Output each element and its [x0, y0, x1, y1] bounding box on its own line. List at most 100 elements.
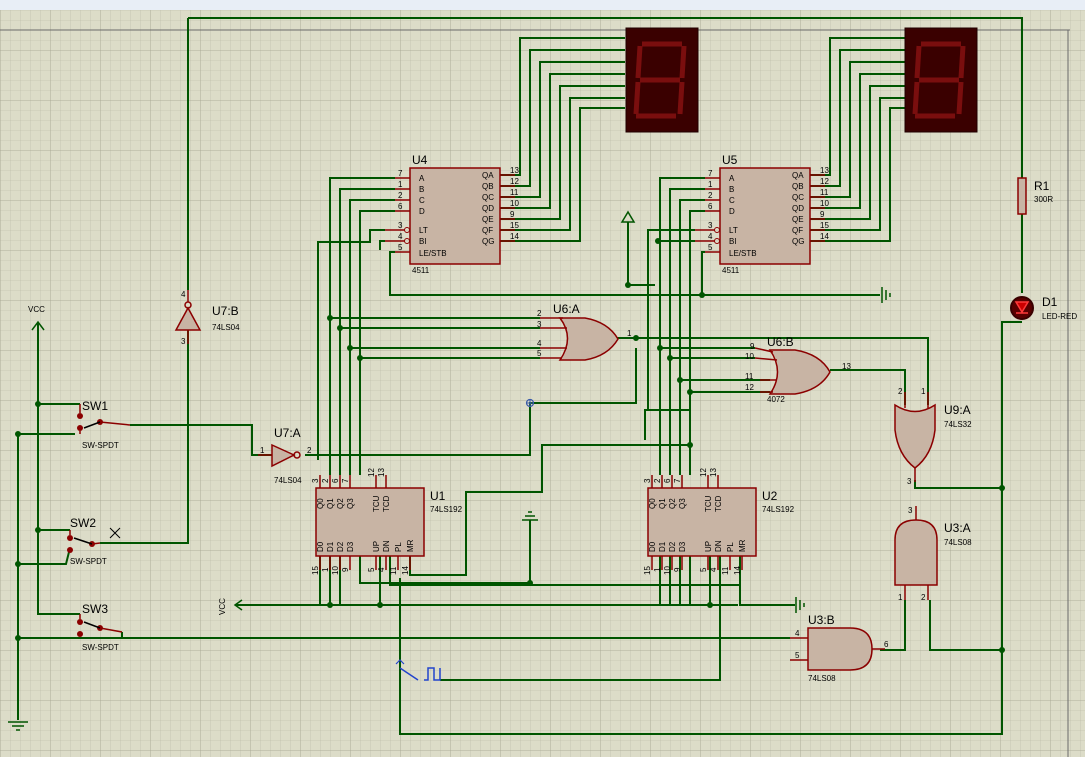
ic-u4[interactable]: U4 4511 A B C D LT BI LE/STB QA QB QC QD… [385, 153, 519, 275]
u1-pin: 6 [331, 478, 340, 483]
u2-bot-label: D1 [658, 541, 667, 552]
u2-top-label: TCU [704, 495, 713, 512]
u2-bot-label: D2 [668, 541, 677, 552]
u1-pin: 9 [341, 567, 350, 572]
u6b-pin: 12 [745, 383, 754, 392]
u5-in-b: B [729, 185, 734, 194]
d1-ref: D1 [1042, 295, 1058, 309]
u5-pin: 10 [820, 199, 829, 208]
vcc-terminal-top[interactable]: VCC [28, 305, 45, 331]
gate-u7b[interactable]: U7:B 74LS04 4 3 [174, 290, 240, 346]
u4-out-qd: QD [482, 204, 494, 213]
seven-seg-display-2[interactable] [904, 27, 978, 133]
u1-bot-label: D1 [326, 541, 335, 552]
u1-top-label: Q2 [336, 498, 345, 509]
u4-pin: 15 [510, 221, 519, 230]
u4-in-b: B [419, 185, 424, 194]
u5-pin: 4 [708, 232, 713, 241]
u1-pin: 12 [367, 468, 376, 477]
u3a-pin: 3 [908, 506, 913, 515]
u5-out-qb: QB [792, 182, 804, 191]
junctions [15, 238, 1005, 653]
seven-seg-display-1[interactable] [625, 27, 699, 133]
u4-pin: 1 [398, 180, 403, 189]
sw1-ref: SW1 [82, 399, 108, 413]
u9a-pin: 3 [907, 477, 912, 486]
led-d1[interactable]: D1 LED-RED [1010, 295, 1077, 321]
u1-pin: 2 [321, 478, 330, 483]
u2-pin: 9 [673, 567, 682, 572]
switch-sw2[interactable]: SW2 SW-SPDT [67, 516, 121, 566]
u2-pin: 2 [653, 478, 662, 483]
u1-ref: U1 [430, 489, 446, 503]
u2-pin: 5 [699, 567, 708, 572]
u1-top-label: TCU [372, 495, 381, 512]
gate-u6a[interactable]: U6:A 2 3 4 5 1 [537, 302, 632, 361]
u2-pin: 14 [733, 566, 742, 575]
sw3-part: SW-SPDT [82, 643, 119, 652]
u4-in-a: A [419, 174, 425, 183]
u7b-pin: 4 [181, 290, 186, 299]
u5-out-qd: QD [792, 204, 804, 213]
u4-pin: 2 [398, 191, 403, 200]
u2-bot-label: UP [704, 541, 713, 552]
u6b-pin: 9 [750, 342, 755, 351]
u4-pin: 3 [398, 221, 403, 230]
u1-bot-label: MR [406, 539, 415, 552]
u4-in-c: C [419, 196, 425, 205]
ic-u5[interactable]: U5 4511 A B C D LT BI LE/STB QA QB QC QD… [695, 153, 829, 275]
u1-top-label: Q1 [326, 498, 335, 509]
u2-top-label: Q2 [668, 498, 677, 509]
u1-pin: 3 [311, 478, 320, 483]
gate-u7a[interactable]: U7:A 74LS04 1 2 [258, 426, 312, 485]
u5-pin: 7 [708, 169, 713, 178]
u4-out-qa: QA [482, 171, 494, 180]
u5-in-le: LE/STB [729, 249, 757, 258]
u2-pin: 7 [673, 478, 682, 483]
u2-ref: U2 [762, 489, 778, 503]
switch-sw1[interactable]: SW1 SW-SPDT [77, 399, 131, 450]
ic-u1[interactable]: U1 74LS192 Q0 Q1 Q2 Q3 TCU TCD D0 D1 D2 … [311, 468, 463, 575]
u1-pin: 15 [311, 566, 320, 575]
probe-marker[interactable] [525, 398, 535, 408]
u5-pin: 1 [708, 180, 713, 189]
u4-ref: U4 [412, 153, 428, 167]
u2-pin: 10 [663, 566, 672, 575]
u7a-pin: 1 [260, 446, 265, 455]
vcc-top-label: VCC [28, 305, 45, 314]
u7a-pin: 2 [307, 446, 312, 455]
resistor-r1[interactable]: R1 300R [1017, 177, 1053, 215]
u5-ref: U5 [722, 153, 738, 167]
u1-pin: 10 [331, 566, 340, 575]
u4-pin: 10 [510, 199, 519, 208]
clock-generator[interactable] [395, 659, 441, 681]
u3a-ref: U3:A [944, 521, 971, 535]
u5-pin: 15 [820, 221, 829, 230]
switch-sw3[interactable]: SW3 SW-SPDT [77, 602, 123, 652]
u2-pin: 1 [653, 567, 662, 572]
u2-pin: 13 [709, 468, 718, 477]
ic-u2[interactable]: U2 74LS192 Q0 Q1 Q2 Q3 TCU TCD D0 D1 D2 … [643, 468, 795, 575]
gate-u6b[interactable]: U6:B 4072 9 10 11 12 13 [745, 335, 851, 404]
ground-symbol-u2 [795, 597, 805, 613]
u9a-pin: 1 [921, 387, 926, 396]
u2-top-label: Q3 [678, 498, 687, 509]
u4-pin: 11 [510, 188, 519, 197]
gate-u3a[interactable]: U3:A 74LS08 1 2 3 [894, 506, 972, 602]
u7a-ref: U7:A [274, 426, 301, 440]
u5-pin: 9 [820, 210, 825, 219]
vcc-terminal-left[interactable]: VCC [218, 598, 243, 615]
u1-bot-label: D2 [336, 541, 345, 552]
u4-part: 4511 [412, 266, 430, 275]
u3a-pin: 2 [921, 593, 926, 602]
u1-pin: 4 [377, 567, 386, 572]
u4-pin: 14 [510, 232, 519, 241]
gate-u9a[interactable]: U9:A 74LS32 2 1 3 [894, 387, 972, 486]
u2-bot-label: D0 [648, 541, 657, 552]
u2-bot-label: DN [714, 540, 723, 552]
gate-u3b[interactable]: U3:B 74LS08 4 5 6 [790, 613, 889, 683]
u1-bot-label: PL [394, 542, 403, 552]
u4-in-lt: LT [419, 226, 428, 235]
u1-bot-label: DN [382, 540, 391, 552]
